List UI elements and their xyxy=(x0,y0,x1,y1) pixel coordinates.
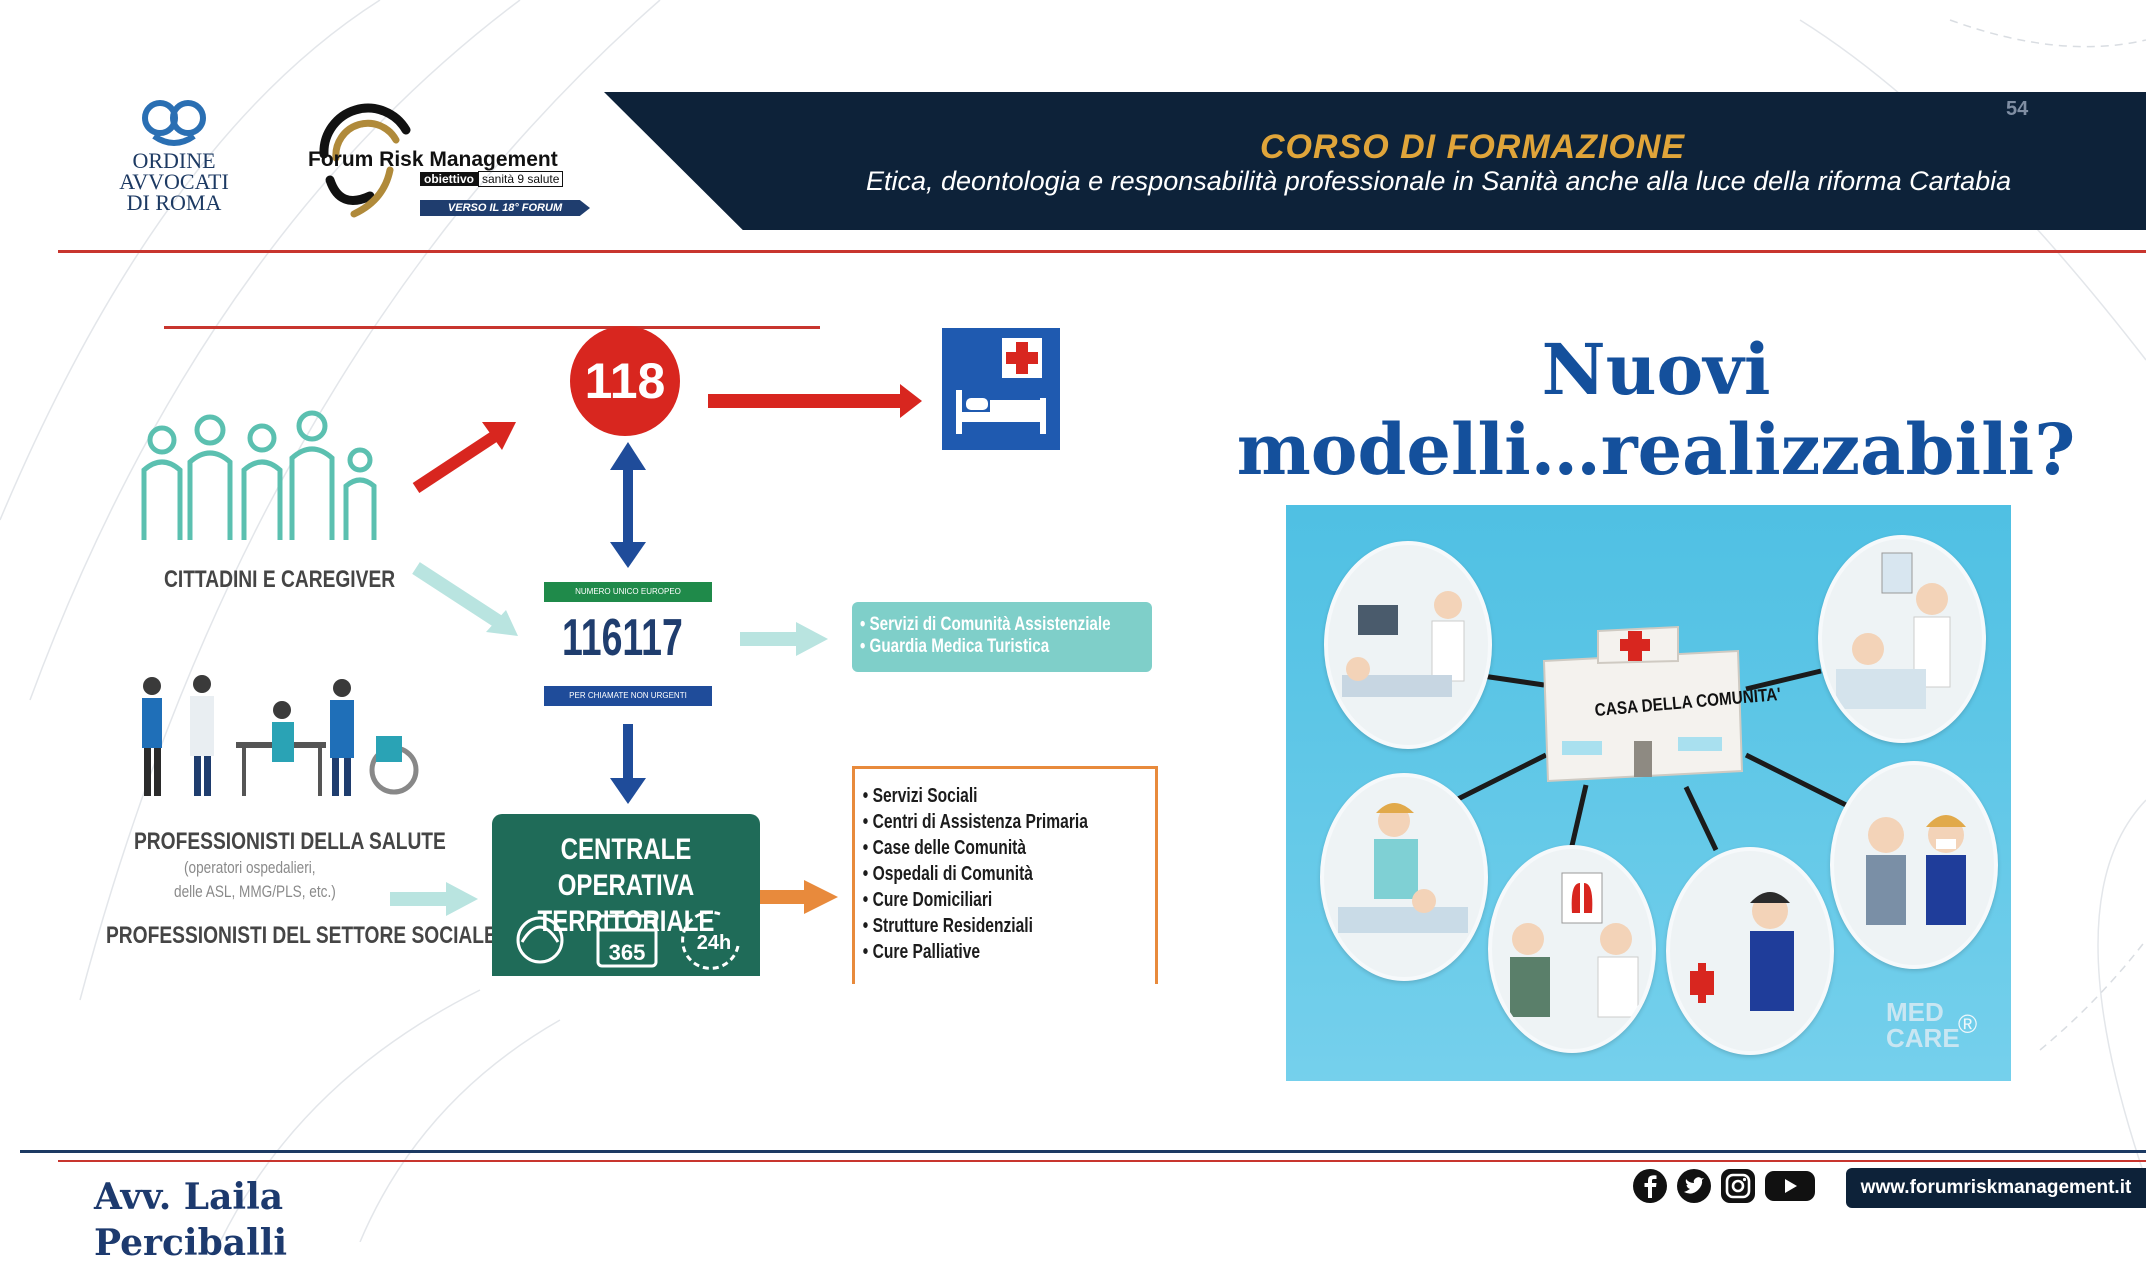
scene-bedside-visit xyxy=(1818,535,1986,743)
youtube-icon[interactable] xyxy=(1764,1168,1816,1204)
scene-pharmacy xyxy=(1666,847,1834,1055)
diagram-top-rule xyxy=(164,326,820,329)
instagram-icon[interactable] xyxy=(1720,1168,1756,1204)
medicare-brand: MED CARE xyxy=(1886,999,1960,1051)
registered-mark: ® xyxy=(1958,1009,1978,1039)
course-title: CORSO DI FORMAZIONE xyxy=(1260,128,1686,166)
emergency-118-badge: 118 xyxy=(570,326,680,436)
brand-line-1: MED xyxy=(1886,997,1944,1027)
service-item: • Case delle Comunità xyxy=(862,837,1027,859)
healthcare-professionals-icon xyxy=(142,675,419,796)
hospital-bed-icon xyxy=(956,338,1046,434)
author-line-2: Perciballi xyxy=(94,1222,288,1264)
oar-line-3: DI ROMA xyxy=(126,190,222,215)
nurse-patient-icon xyxy=(1836,552,1951,709)
social-sector-label: PROFESSIONISTI DEL SETTORE SOCIALE xyxy=(106,922,497,949)
frm-badge-bold: obiettivo xyxy=(420,172,478,186)
cot-24h: 24h xyxy=(697,932,731,954)
hospital-sign xyxy=(942,328,1060,450)
scene-masked-consult xyxy=(1830,761,1998,969)
header-band xyxy=(604,92,2146,230)
frm-swirl-icon xyxy=(319,103,411,218)
non-urgent-number: 116117 xyxy=(562,609,683,667)
frm-title: Forum Risk Management xyxy=(308,148,558,171)
care-network-diagram: CITTADINI E CAREGIVER PROFESSIONISTI DEL… xyxy=(104,310,1164,984)
author-line-1: Avv. Laila xyxy=(94,1176,284,1218)
knot-emblem-icon xyxy=(142,100,206,146)
service-item: • Cure Domiciliari xyxy=(862,889,993,911)
footer-divider-blue xyxy=(20,1150,2146,1153)
number-bottom-caption: PER CHIAMATE NON URGENTI xyxy=(544,686,712,706)
professionals-sub-1: (operatori ospedalieri, xyxy=(184,858,316,877)
citizens-label: CITTADINI E CAREGIVER xyxy=(164,566,396,593)
heading-line-1: Nuovi xyxy=(1541,328,1771,411)
ordine-avvocati-logo: ORDINE AVVOCATI DI ROMA xyxy=(104,96,244,230)
author-name: Avv. Laila Perciballi xyxy=(94,1174,287,1266)
teal-item-2: • Guardia Medica Turistica xyxy=(860,636,1050,657)
footer-divider-red xyxy=(58,1160,2146,1162)
citizens-group-icon xyxy=(141,410,377,540)
service-item: • Ospedali di Comunità xyxy=(862,863,1033,885)
service-item: • Strutture Residenziali xyxy=(862,915,1033,937)
course-subtitle: Etica, deontologia e responsabilità prof… xyxy=(866,166,2012,196)
brand-line-2: CARE xyxy=(1886,1023,1960,1053)
service-item: • Centri di Assistenza Primaria xyxy=(862,811,1088,833)
masked-doctor-icon xyxy=(1866,815,1966,925)
scene-lung-exam xyxy=(1488,845,1656,1053)
lung-xray-icon xyxy=(1510,872,1639,1018)
oar-line-2: AVVOCATI xyxy=(119,169,229,194)
website-link[interactable]: www.forumriskmanagement.it xyxy=(1846,1168,2146,1208)
slide-number: 54 xyxy=(2006,98,2029,120)
header-divider xyxy=(58,250,2146,253)
service-item: • Cure Palliative xyxy=(862,941,981,963)
facebook-icon[interactable] xyxy=(1632,1168,1668,1204)
territorial-services-box: • Servizi Sociali • Centri di Assistenza… xyxy=(852,766,1158,984)
models-heading: Nuovi modelli…realizzabili? xyxy=(1236,330,2076,490)
non-urgent-number-box: NUMERO UNICO EUROPEO 116117 PER CHIAMATE… xyxy=(544,582,712,706)
number-top-caption: NUMERO UNICO EUROPEO xyxy=(544,582,712,602)
professionals-label: PROFESSIONISTI DELLA SALUTE xyxy=(134,828,446,855)
frm-ribbon: VERSO IL 18° FORUM xyxy=(420,200,590,216)
scene-home-care xyxy=(1320,773,1488,981)
diagram-arrows xyxy=(390,384,922,916)
pharmacist-icon xyxy=(1690,892,1794,1011)
connector-lines xyxy=(1454,668,1848,852)
community-house-building-icon xyxy=(1542,625,1744,783)
service-item: • Servizi Sociali xyxy=(862,785,978,807)
cot-365: 365 xyxy=(609,940,646,965)
teal-item-1: • Servizi di Comunità Assistenziale xyxy=(860,614,1111,635)
professionals-sub-2: delle ASL, MMG/PLS, etc.) xyxy=(174,882,336,901)
scene-ultrasound xyxy=(1324,541,1492,749)
cot-title-line-1: CENTRALE OPERATIVA xyxy=(557,833,695,902)
caregiver-icon xyxy=(1338,803,1468,933)
casa-della-comunita-illustration: CASA DELLA COMUNITA' xyxy=(1286,505,2011,1081)
twitter-icon[interactable] xyxy=(1676,1168,1712,1204)
cot-box: CENTRALE OPERATIVA TERRITORIALE 365 24h xyxy=(492,814,760,976)
cot-icons: 365 24h xyxy=(516,910,740,970)
frm-badge-plain: sanità 9 salute xyxy=(478,171,564,187)
community-services-box: • Servizi di Comunità Assistenziale • Gu… xyxy=(852,602,1152,672)
oar-line-1: ORDINE xyxy=(132,148,216,173)
heading-line-2: modelli…realizzabili? xyxy=(1236,408,2076,491)
doctor-patient-icon xyxy=(1342,591,1465,697)
emergency-number: 118 xyxy=(584,353,666,409)
